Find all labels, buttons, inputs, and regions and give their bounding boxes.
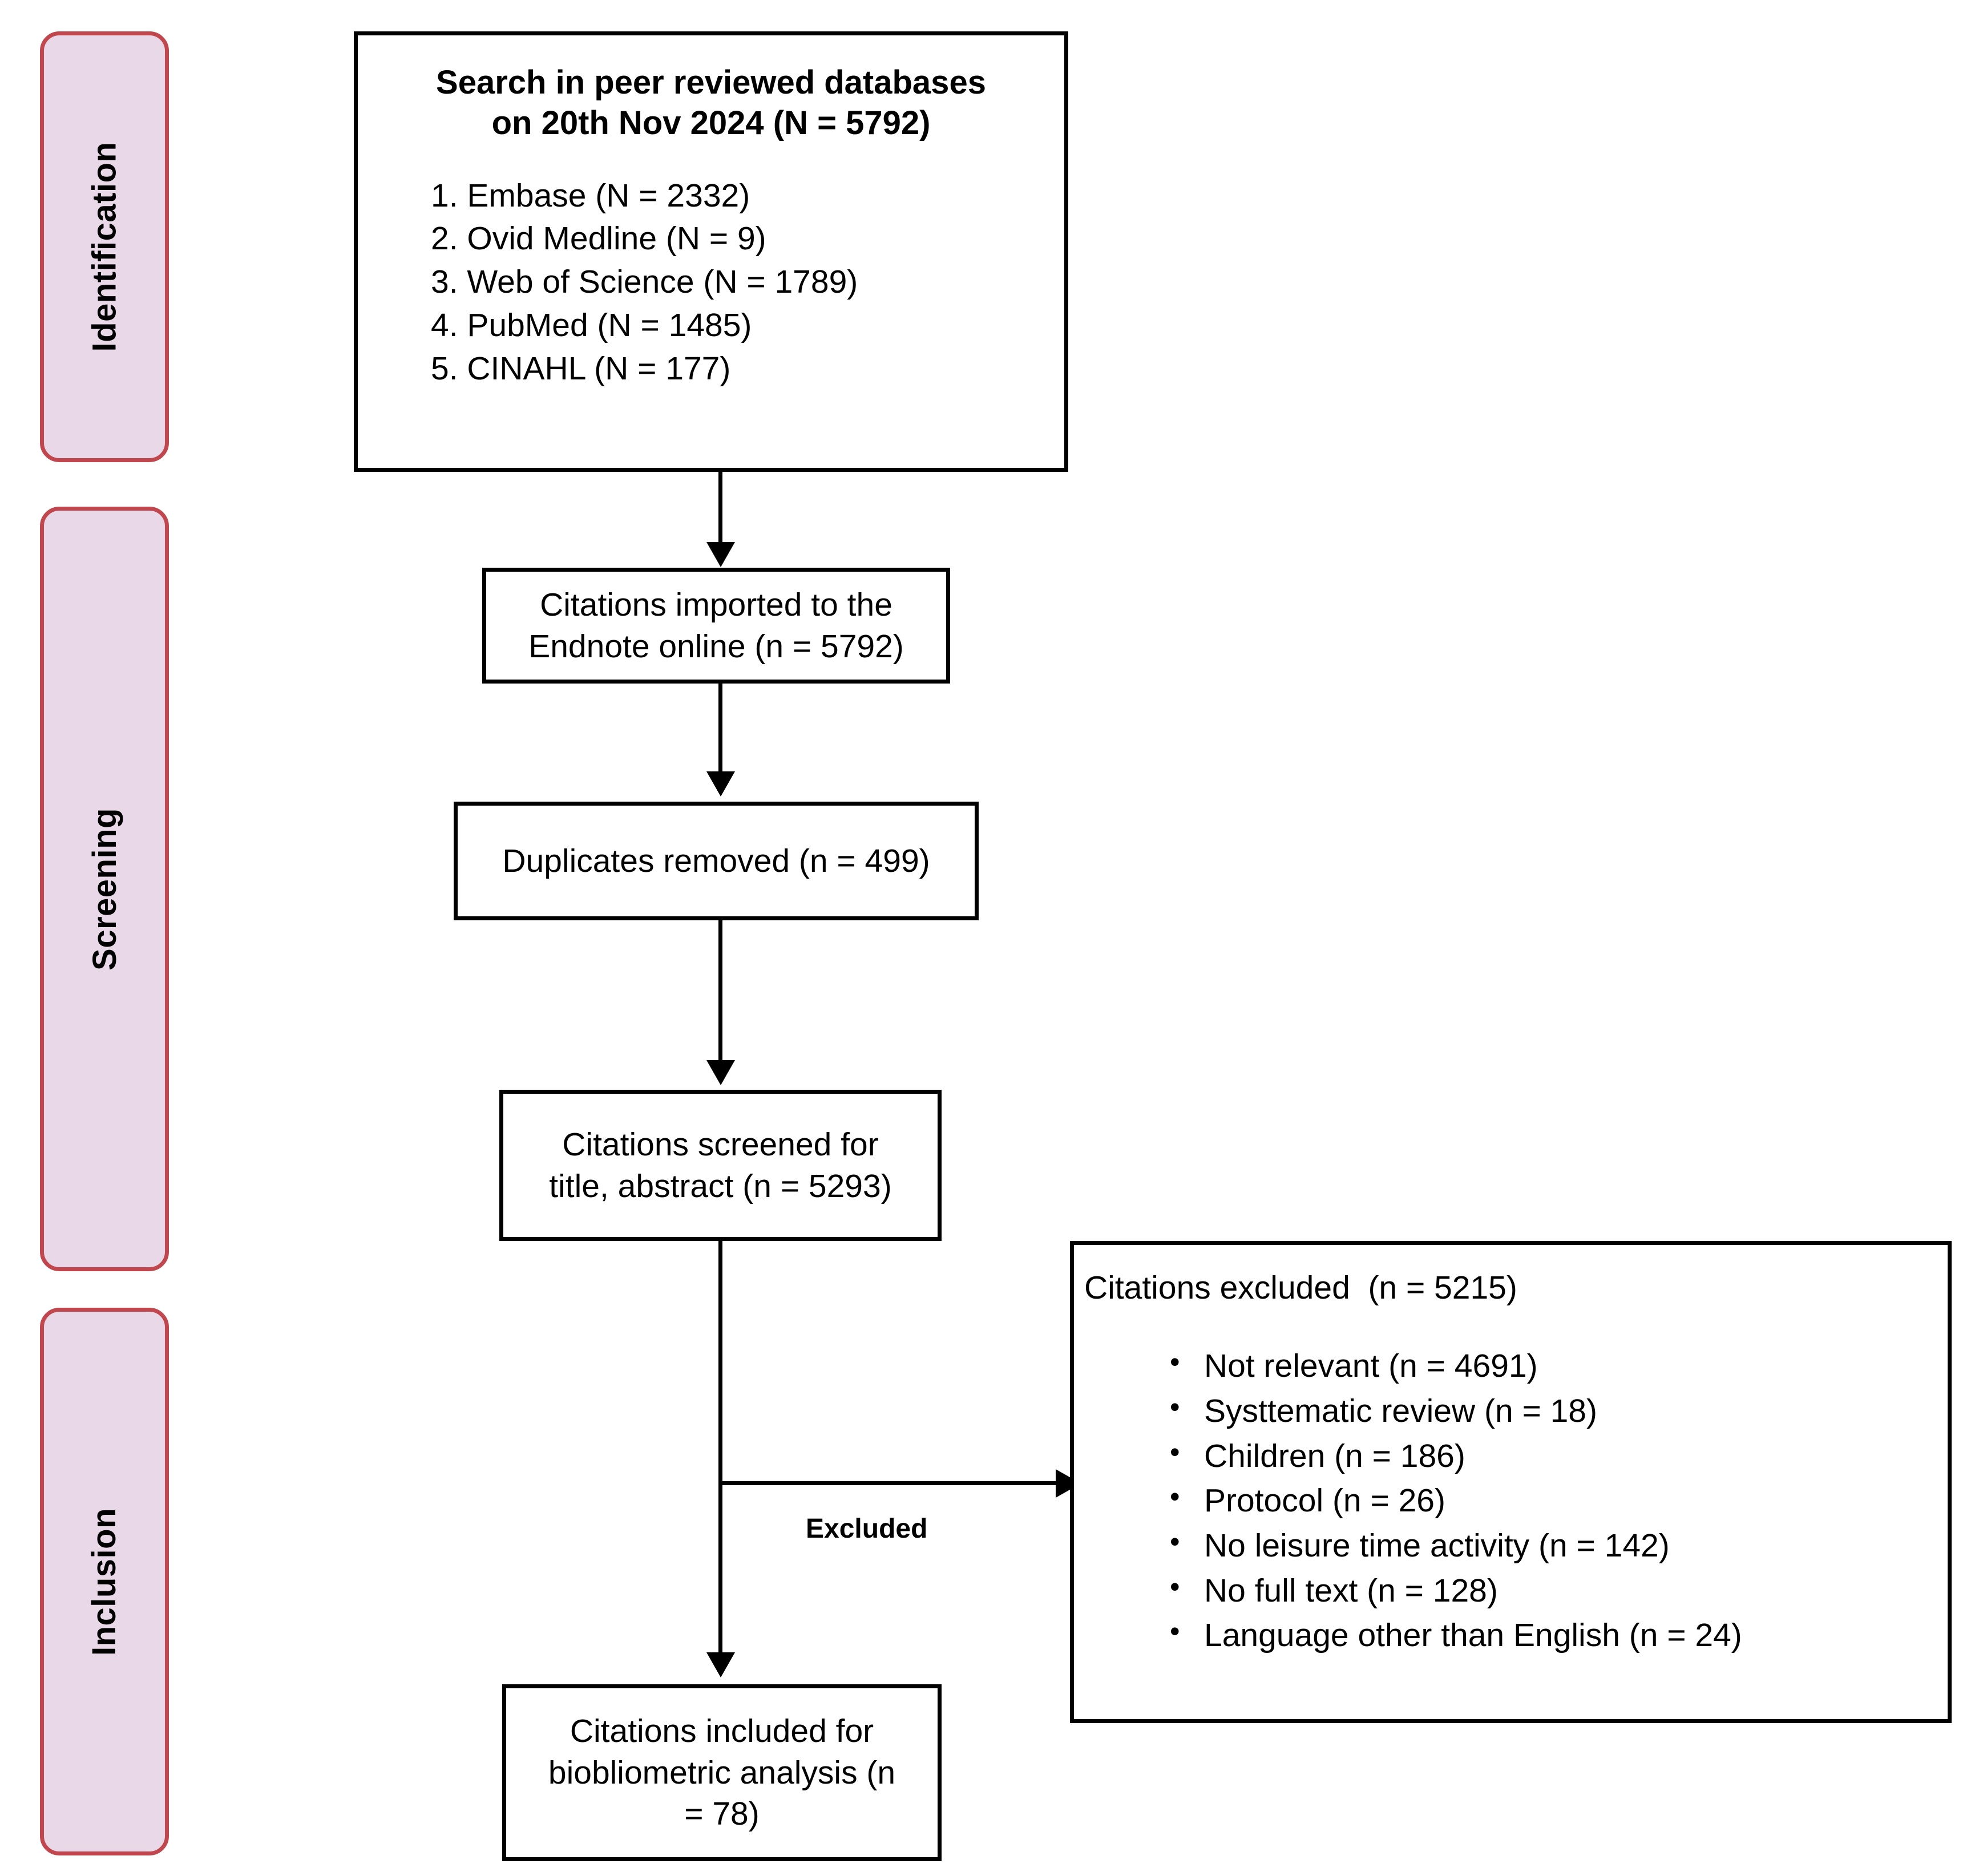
- citations-included-line3: = 78): [684, 1796, 760, 1833]
- phase-label-identification: Identification: [86, 141, 123, 352]
- exclusion-reason-item: Children (n = 186): [1165, 1433, 1948, 1479]
- identification-box: Search in peer reviewed databases on 20t…: [354, 31, 1068, 472]
- citations-excluded-heading: Citations excluded (n = 5215): [1084, 1269, 1517, 1306]
- citations-screened-box: Citations screened for title, abstract (…: [499, 1090, 942, 1241]
- connector-imported-to-duplicates: [718, 684, 722, 775]
- connector-screened-to-included: [718, 1241, 722, 1655]
- phase-rail-identification: Identification: [40, 31, 169, 462]
- exclusion-reason-item: Systtematic review (n = 18): [1165, 1388, 1948, 1434]
- exclusion-reason-list: Not relevant (n = 4691) Systtematic revi…: [1074, 1343, 1948, 1658]
- phase-rail-inclusion: Inclusion: [40, 1308, 169, 1855]
- arrow-duplicates-to-screened: [706, 1060, 735, 1085]
- citations-imported-line1: Citations imported to the: [540, 586, 892, 623]
- arrow-identification-to-imported: [706, 542, 735, 567]
- citations-excluded-box: Citations excluded (n = 5215) Not releva…: [1070, 1241, 1952, 1723]
- duplicates-removed-box: Duplicates removed (n = 499): [454, 802, 979, 920]
- citations-imported-box: Citations imported to the Endnote online…: [482, 568, 950, 684]
- database-list: 1. Embase (N = 2332) 2. Ovid Medline (N …: [358, 175, 1064, 391]
- exclusion-reason-item: Language other than English (n = 24): [1165, 1612, 1948, 1658]
- connector-identification-to-imported: [718, 472, 722, 546]
- identification-title-line1: Search in peer reviewed databases: [436, 64, 986, 101]
- database-list-item: 1. Embase (N = 2332): [431, 177, 750, 214]
- connector-duplicates-to-screened: [718, 920, 722, 1063]
- citations-imported-line2: Endnote online (n = 5792): [528, 628, 904, 665]
- edge-label-excluded: Excluded: [806, 1514, 928, 1544]
- exclusion-reason-item: No leisure time activity (n = 142): [1165, 1522, 1948, 1568]
- citations-included-line1: Citations included for: [570, 1712, 874, 1749]
- exclusion-reason-item: No full text (n = 128): [1165, 1567, 1948, 1614]
- exclusion-reason-item: Not relevant (n = 4691): [1165, 1343, 1948, 1389]
- database-list-item: 4. PubMed (N = 1485): [431, 306, 752, 343]
- database-list-item: 5. CINAHL (N = 177): [431, 350, 731, 387]
- arrow-screened-to-included: [706, 1652, 735, 1677]
- phase-label-screening: Screening: [86, 807, 123, 971]
- database-list-item: 3. Web of Science (N = 1789): [431, 264, 858, 301]
- arrow-imported-to-duplicates: [706, 771, 735, 797]
- citations-included-line2: biobliometric analysis (n: [548, 1754, 896, 1791]
- connector-screened-to-excluded: [718, 1481, 1061, 1485]
- exclusion-reason-item: Protocol (n = 26): [1165, 1477, 1948, 1523]
- citations-included-box: Citations included for biobliometric ana…: [502, 1684, 942, 1861]
- citations-screened-line2: title, abstract (n = 5293): [549, 1167, 892, 1204]
- phase-rail-screening: Screening: [40, 507, 169, 1271]
- database-list-item: 2. Ovid Medline (N = 9): [431, 220, 766, 257]
- duplicates-removed-line1: Duplicates removed (n = 499): [502, 842, 930, 879]
- identification-title-line2: on 20th Nov 2024 (N = 5792): [491, 104, 931, 141]
- phase-label-inclusion: Inclusion: [86, 1507, 123, 1656]
- citations-screened-line1: Citations screened for: [562, 1126, 879, 1163]
